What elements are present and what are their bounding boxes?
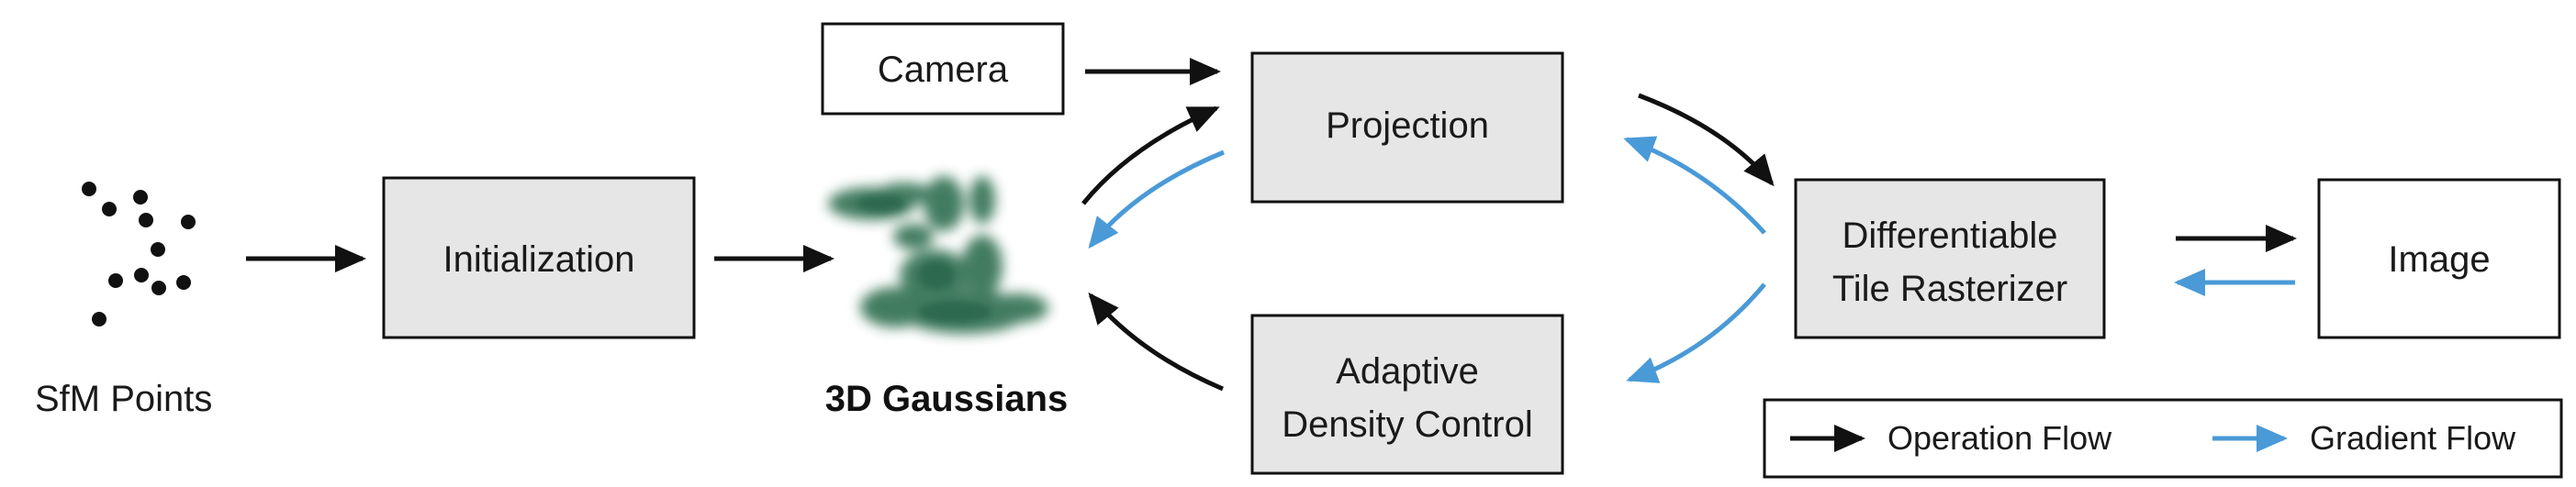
gradient-rasterizer-to-adaptive <box>1626 282 1766 383</box>
adaptive-label-line1: Adaptive <box>1336 351 1479 392</box>
gaussians-blob-image <box>828 176 1048 334</box>
arrow-adaptive-to-gaussians <box>1088 292 1224 392</box>
adaptive-density-control-box: Adaptive Density Control <box>1250 314 1564 475</box>
rasterizer-box: Differentiable Tile Rasterizer <box>1794 178 2106 339</box>
rasterizer-label-line2: Tile Rasterizer <box>1832 269 2067 309</box>
initialization-box: Initialization <box>382 176 696 339</box>
gradient-rasterizer-to-projection <box>1623 136 1766 235</box>
image-label: Image <box>2388 239 2490 280</box>
rasterizer-label-line1: Differentiable <box>1842 216 2058 256</box>
arrow-projection-to-rasterizer <box>1638 93 1775 187</box>
initialization-label: Initialization <box>442 239 634 280</box>
sfm-points-cloud <box>82 182 196 327</box>
image-box: Image <box>2317 178 2561 339</box>
gaussians-label: 3D Gaussians <box>825 379 1069 419</box>
adaptive-label-line2: Density Control <box>1282 404 1532 445</box>
projection-label: Projection <box>1326 105 1489 146</box>
arrow-gaussians-to-projection <box>1081 105 1220 205</box>
gradient-projection-to-gaussians <box>1088 149 1225 249</box>
legend: Operation Flow Gradient Flow <box>1763 398 2563 479</box>
legend-operation-label: Operation Flow <box>1887 419 2112 457</box>
projection-box: Projection <box>1250 51 1564 204</box>
camera-label: Camera <box>878 50 1009 90</box>
legend-gradient-label: Gradient Flow <box>2310 419 2516 457</box>
camera-box: Camera <box>821 22 1065 116</box>
sfm-points-label: SfM Points <box>35 379 212 419</box>
